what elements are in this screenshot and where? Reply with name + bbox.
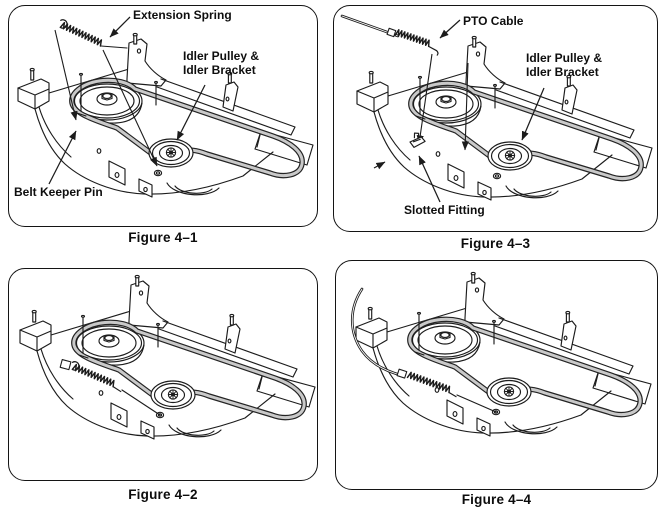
idler-pulley-arrow <box>521 87 545 141</box>
label-extension-spring: Extension Spring <box>133 8 232 22</box>
deck-illustration-4-3 <box>340 14 656 230</box>
figure-caption-4-1: Figure 4–1 <box>128 230 198 245</box>
deck-illustration-4-2 <box>9 269 316 479</box>
label-idler-pulley-bracket: Idler Pulley & Idler Bracket <box>526 51 603 79</box>
label-idler-line1: Idler Pulley & <box>183 49 260 63</box>
idler-bracket-arm <box>121 389 161 416</box>
pto-cable-installed <box>350 287 408 379</box>
spring-attachment-indicator-lines <box>54 29 158 167</box>
slotted-fitting-part <box>373 132 426 170</box>
cable-attachment-indicator-lines <box>416 53 469 151</box>
label-idler-line2: Idler Bracket <box>526 64 599 79</box>
label-idler-line1: Idler Pulley & <box>526 51 603 65</box>
slotted-fitting-arrow <box>418 155 441 203</box>
label-idler-pulley-bracket: Idler Pulley & Idler Bracket <box>183 49 260 77</box>
idler-pulley-arrow <box>176 84 206 141</box>
label-pto-cable: PTO Cable <box>463 14 524 28</box>
extension-spring-installed <box>406 371 497 413</box>
belt-keeper-pin-arrow <box>48 130 77 185</box>
extension-spring-arrow <box>109 16 131 38</box>
label-slotted-fitting: Slotted Fitting <box>404 203 485 217</box>
figure-caption-4-4: Figure 4–4 <box>461 492 532 507</box>
extension-spring-installed <box>59 359 161 416</box>
label-idler-line2: Idler Bracket <box>183 62 256 77</box>
deck-illustration-4-1 <box>9 16 316 225</box>
label-leader-arrows <box>48 16 206 185</box>
figure-panel-4-3: PTO Cable Idler Pulley & Idler Bracket S… <box>333 5 658 232</box>
figure-caption-4-2: Figure 4–2 <box>128 487 198 502</box>
figure-panel-4-1: Extension Spring Idler Pulley & Idler Br… <box>8 5 318 227</box>
figure-panel-4-2 <box>8 268 318 481</box>
pto-cable <box>340 14 439 56</box>
label-belt-keeper-pin: Belt Keeper Pin <box>14 185 103 199</box>
figure-caption-4-3: Figure 4–3 <box>460 236 531 251</box>
idler-bracket-arm <box>456 394 497 413</box>
deck-illustration-4-4 <box>350 261 656 488</box>
figure-panel-4-4 <box>335 260 658 490</box>
label-leader-arrows <box>418 19 545 203</box>
extension-spring <box>59 19 128 49</box>
pto-cable-arrow <box>439 19 461 39</box>
